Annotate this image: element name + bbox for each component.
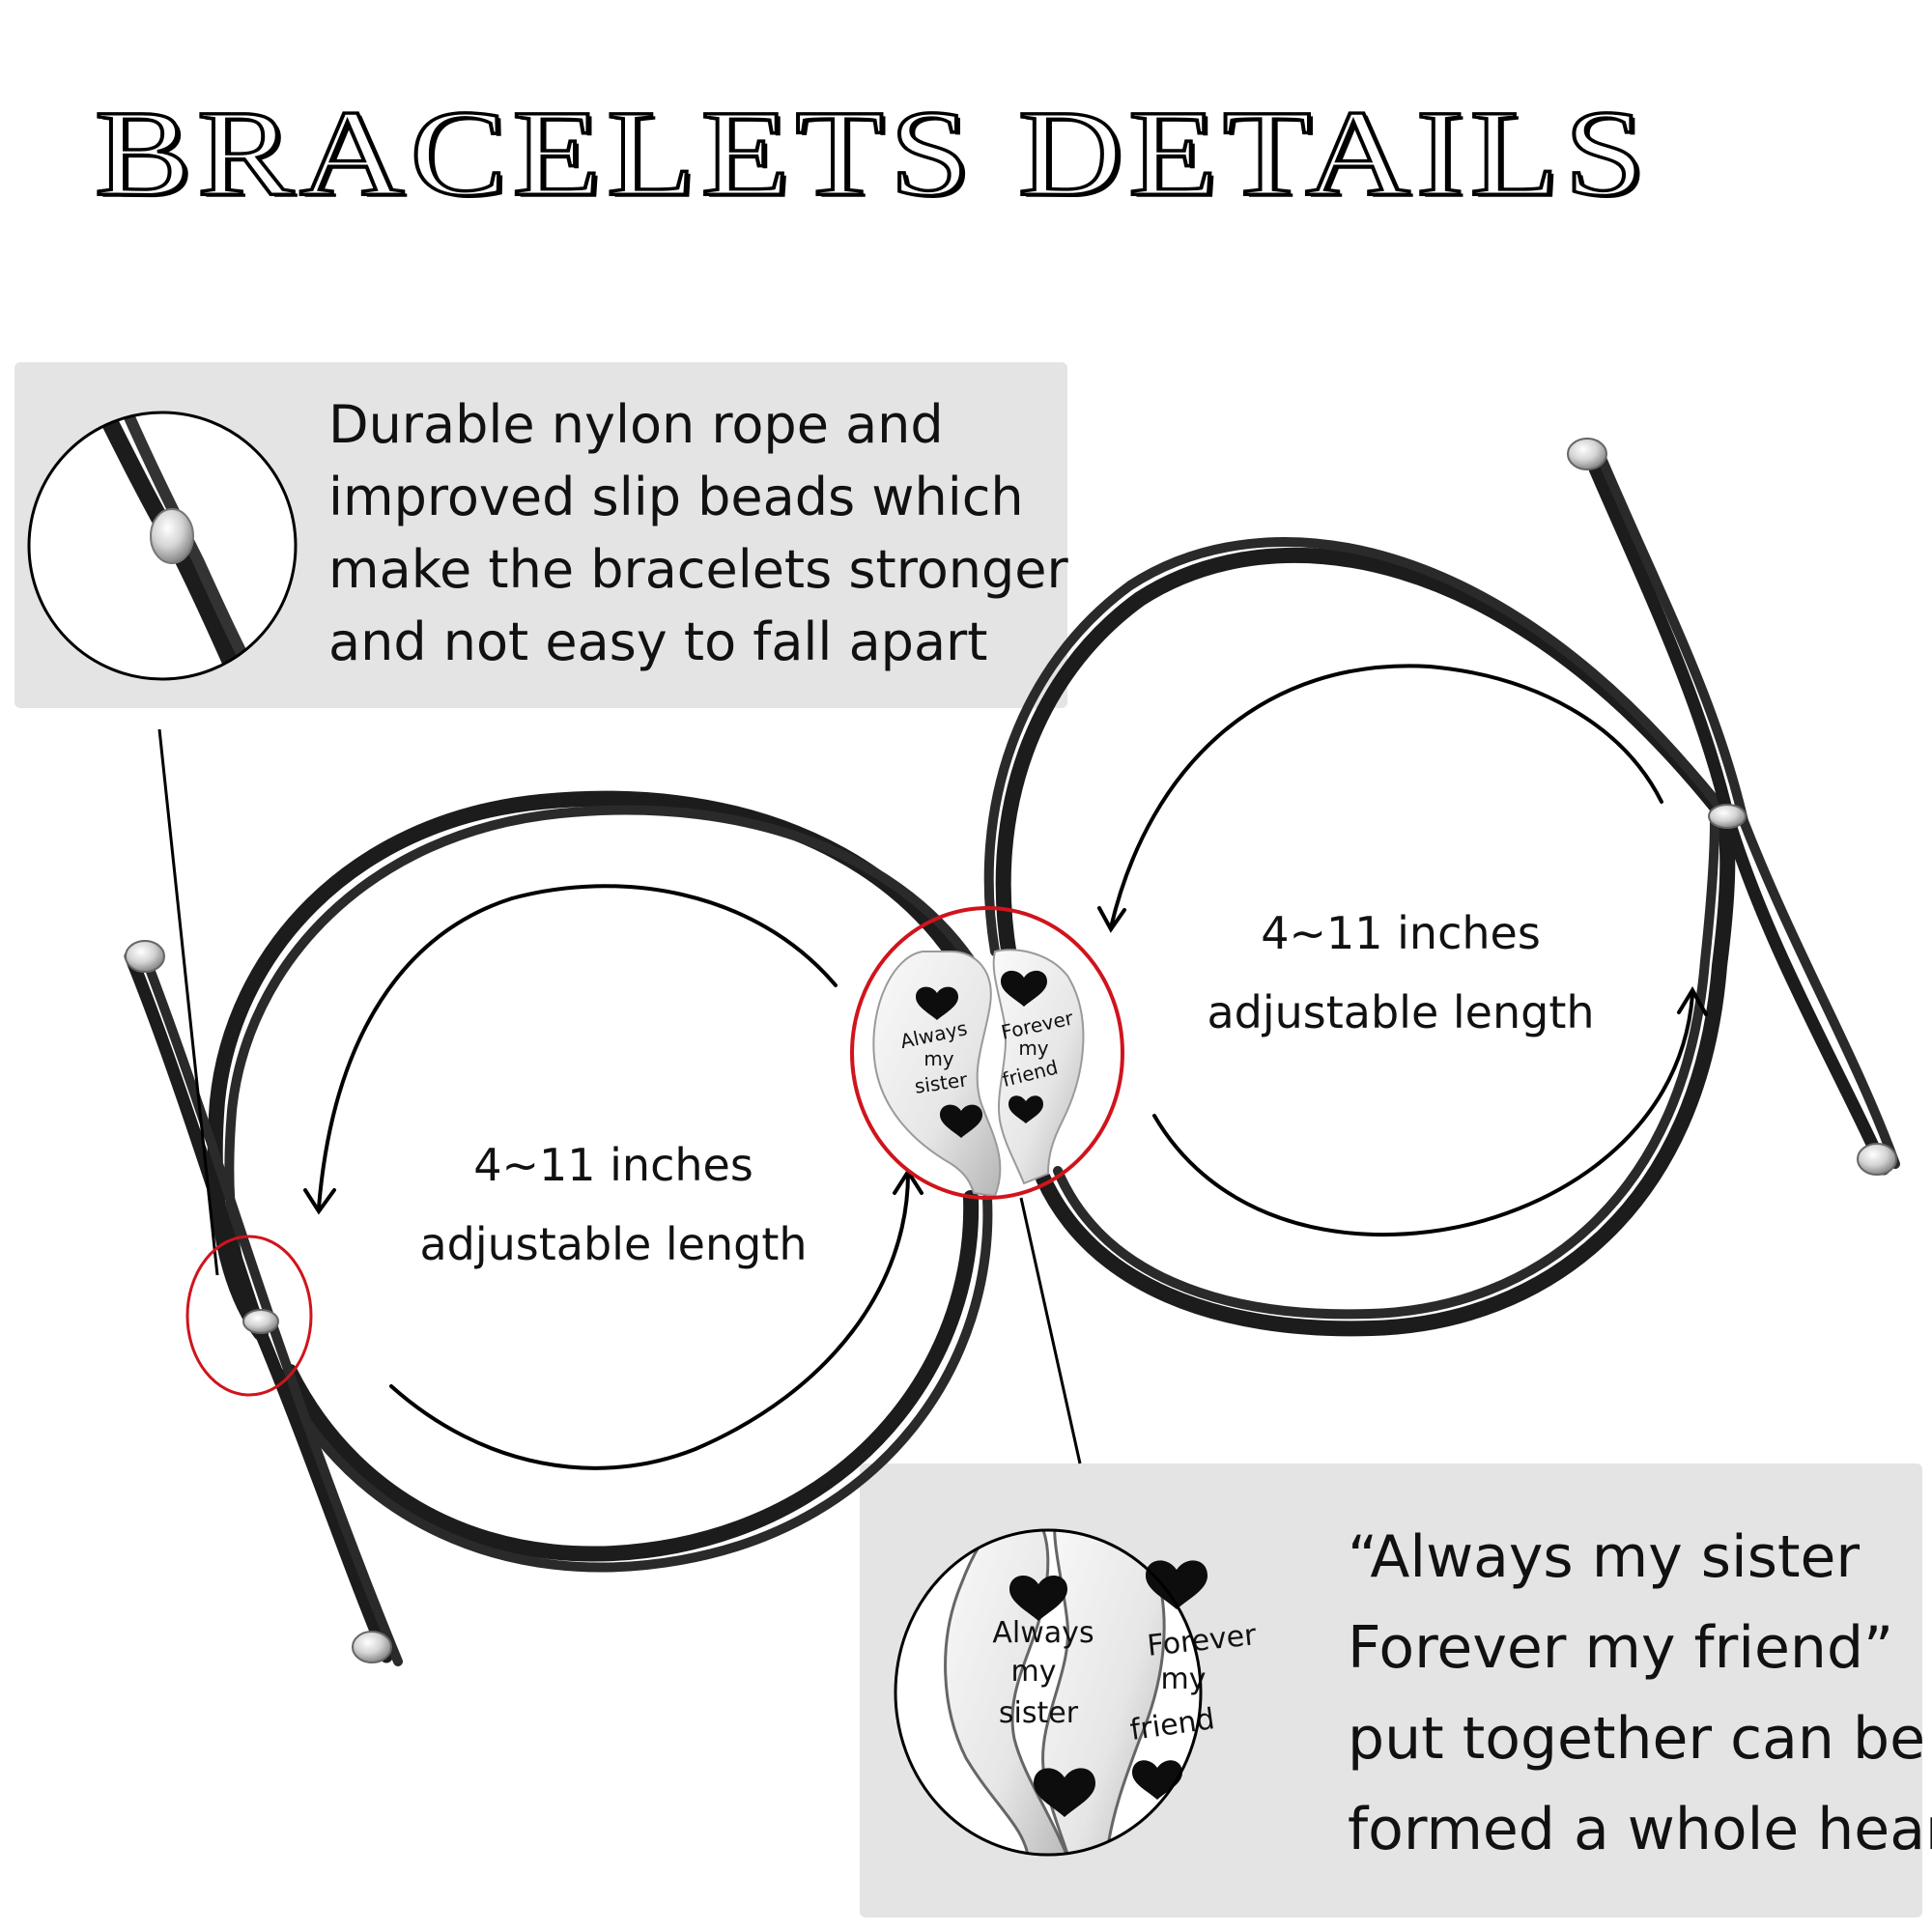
caption-line: make the bracelets stronger: [328, 539, 1068, 600]
pendant-right-half: [992, 949, 1085, 1185]
caption-line: and not easy to fall apart: [328, 611, 988, 672]
right-tail-cord: [1591, 440, 1900, 1169]
caption-line: improved slip beads which: [328, 467, 1024, 527]
left-bracelet-cord: [282, 1190, 980, 1562]
pendant-callout-leader-line: [1019, 1197, 1082, 1464]
closeup-left-text: Always: [992, 1616, 1094, 1650]
rope-callout-leader-line: [157, 728, 219, 1276]
left-length-label: 4~11 inches adjustable length: [406, 1125, 821, 1284]
arrowhead-icon: [303, 1188, 336, 1215]
slip-bead-icon: [150, 508, 194, 564]
right-bracelet-cord: [1053, 816, 1719, 1320]
right-end-bead: [1567, 438, 1607, 470]
slip-bead-closeup-icon: [27, 411, 298, 681]
right-slip-bead: [1708, 804, 1747, 829]
caption-line: Forever my friend”: [1348, 1614, 1894, 1682]
caption-line: Durable nylon rope and: [328, 394, 944, 455]
caption-line: formed a whole heart: [1348, 1796, 1932, 1863]
left-slip-bead: [242, 1309, 279, 1334]
heart-icon: [940, 1104, 982, 1138]
heart-icon: [1009, 1095, 1043, 1123]
pendant-callout-text: “Always my sister Forever my friend” put…: [1348, 1512, 1932, 1875]
page-title: BRACELETS DETAILS: [93, 85, 1651, 222]
arrow-curve: [1152, 993, 1694, 1236]
right-length-arrows: [1097, 664, 1708, 1236]
length-range: 4~11 inches: [473, 1139, 753, 1191]
right-bracelet: [983, 438, 1900, 1337]
length-range: 4~11 inches: [1261, 907, 1541, 959]
right-length-label: 4~11 inches adjustable length: [1193, 894, 1608, 1052]
rope-callout-text: Durable nylon rope and improved slip bea…: [328, 388, 1068, 678]
heart-icon: [1001, 970, 1047, 1007]
left-bracelet-cord: [277, 1193, 993, 1573]
closeup-left-text: sister: [999, 1696, 1079, 1730]
split-heart-pendant: Always my sister Forever my friend: [872, 949, 1085, 1198]
left-tail-cord: [124, 950, 393, 1663]
pendant-left-text: my: [923, 1047, 953, 1070]
right-bracelet-cord: [1036, 809, 1736, 1337]
arrowhead-icon: [1677, 986, 1708, 1016]
closeup-left-text: my: [1011, 1655, 1057, 1689]
right-end-bead: [1857, 1143, 1897, 1176]
left-tail-cord: [140, 952, 403, 1666]
left-length-arrows: [303, 884, 923, 1470]
pendant-left-half: [872, 951, 1002, 1198]
caption-line: put together can be: [1348, 1705, 1926, 1773]
left-end-bead: [352, 1631, 392, 1663]
pendant-highlight-ring: [850, 906, 1124, 1200]
right-bracelet-cord: [983, 537, 1724, 956]
left-end-bead: [125, 940, 165, 973]
heart-icon: [1146, 1560, 1208, 1609]
caption-line: “Always my sister: [1348, 1523, 1861, 1591]
arrow-curve: [389, 1172, 910, 1470]
length-note: adjustable length: [419, 1218, 808, 1270]
heart-icon: [916, 986, 958, 1020]
arrow-curve: [1109, 664, 1663, 929]
heart-icon: [1009, 1576, 1067, 1621]
pendant-right-text: my: [1018, 1037, 1048, 1060]
right-bracelet-cord: [995, 547, 1732, 964]
heart-icon: [1034, 1768, 1095, 1817]
arrow-curve: [317, 884, 838, 1209]
length-note: adjustable length: [1207, 986, 1595, 1038]
slip-bead-highlight-ring: [185, 1235, 313, 1397]
arrowhead-icon: [1097, 906, 1126, 933]
pendant-closeup-icon: Always my sister Forever my friend: [894, 1528, 1259, 1857]
